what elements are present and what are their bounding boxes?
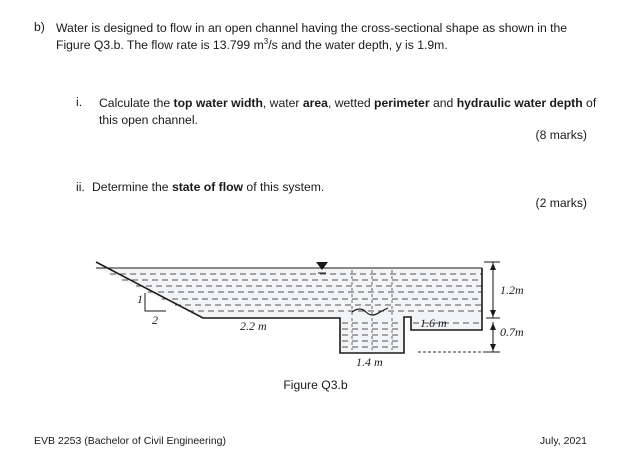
footer-date: July, 2021 — [539, 435, 587, 447]
part-i-numeral: i. — [76, 95, 83, 109]
footer-course: EVB 2253 (Bachelor of Civil Engineering) — [34, 435, 227, 447]
figure-caption: Figure Q3.b — [283, 378, 348, 392]
question-label: b) — [34, 20, 45, 34]
superscript-three: 3 — [263, 36, 269, 46]
part-i-text: Calculate the top water width, water are… — [99, 96, 597, 127]
slope-rise-label: 1 — [137, 292, 143, 306]
part-ii-numeral: ii. — [76, 180, 85, 194]
height-dimension — [484, 261, 500, 353]
question-text: Water is designed to flow in an open cha… — [56, 21, 568, 52]
upper-height-label: 1.2m — [500, 283, 524, 297]
part-ii-text: Determine the state of flow of this syst… — [92, 180, 325, 194]
water-surface-triangle-icon — [316, 262, 328, 270]
water-dash-lines — [110, 273, 482, 348]
slope-triangle — [144, 293, 166, 312]
slope-run-label: 2 — [152, 313, 158, 327]
channel-boundary — [95, 261, 483, 354]
deep-section-dashes — [351, 270, 393, 350]
lower-height-label: 0.7m — [500, 325, 524, 339]
part-ii-marks: (2 marks) — [535, 196, 587, 210]
left-width-label: 2.2 m — [240, 319, 267, 333]
part-i-marks: (8 marks) — [535, 128, 587, 142]
flow-arrow-icon — [351, 307, 389, 316]
right-width-label: 1.6 m — [420, 316, 447, 330]
bottom-width-label: 1.4 m — [356, 355, 383, 369]
